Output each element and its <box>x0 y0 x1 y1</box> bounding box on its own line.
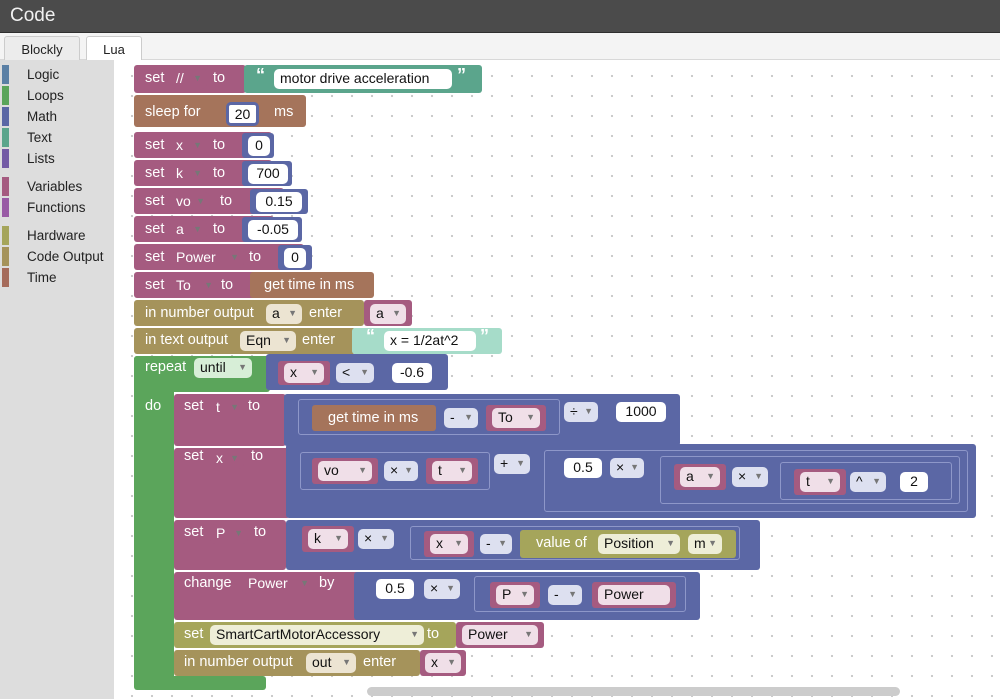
window-title: Code <box>10 5 56 26</box>
hardware-dropdown[interactable]: SmartCartMotorAccessory▼ <box>210 625 424 645</box>
category-swatch <box>2 149 9 168</box>
var-dropdown-to[interactable]: To▼ <box>170 276 218 296</box>
var-dropdown[interactable]: x▼ <box>425 653 461 673</box>
repeat-until-block[interactable] <box>134 356 174 690</box>
toolbox-code-output[interactable]: Code Output <box>0 246 114 267</box>
operator-dropdown[interactable]: -▼ <box>548 585 582 605</box>
var-dropdown[interactable]: x▼ <box>210 449 244 469</box>
category-swatch <box>2 198 9 217</box>
var-dropdown[interactable]: a▼ <box>680 467 720 487</box>
number-value[interactable]: -0.6 <box>392 363 432 383</box>
text-value[interactable]: x = 1/2at^2 <box>384 331 476 351</box>
category-swatch <box>2 268 9 287</box>
number-value[interactable]: 0.5 <box>376 579 414 599</box>
horizontal-scrollbar-thumb[interactable] <box>367 687 900 696</box>
operator-dropdown[interactable]: ÷▼ <box>564 402 598 422</box>
var-dropdown[interactable]: P▼ <box>496 585 534 605</box>
toolbox-hardware[interactable]: Hardware <box>0 225 114 246</box>
category-swatch <box>2 247 9 266</box>
number-output-block[interactable] <box>174 650 420 676</box>
number-value[interactable]: 700 <box>248 164 288 184</box>
set-keyword: set <box>145 70 165 86</box>
channel-dropdown[interactable]: a▼ <box>266 304 302 324</box>
operator-dropdown[interactable]: -▼ <box>480 534 512 554</box>
blockly-workspace[interactable]: set //▼ to “ motor drive acceleration ” … <box>114 60 1000 699</box>
text-value[interactable]: motor drive acceleration <box>274 69 452 89</box>
var-dropdown-power[interactable]: Power▼ <box>170 248 244 268</box>
toolbox-lists[interactable]: Lists <box>0 148 114 169</box>
number-value[interactable]: 1000 <box>616 402 666 422</box>
var-dropdown[interactable]: a▼ <box>370 304 406 324</box>
toolbox-loops[interactable]: Loops <box>0 85 114 106</box>
var-dropdown[interactable]: Power▼ <box>242 574 314 594</box>
var-dropdown[interactable]: vo▼ <box>318 461 372 481</box>
sleep-block[interactable] <box>134 95 306 127</box>
category-swatch <box>2 177 9 196</box>
var-dropdown[interactable]: t▼ <box>432 461 472 481</box>
sleep-unit: ms <box>274 104 294 120</box>
operator-dropdown[interactable]: ×▼ <box>424 579 460 599</box>
tab-lua[interactable]: Lua <box>86 36 142 61</box>
get-time-block[interactable] <box>312 405 436 431</box>
toolbox-time[interactable]: Time <box>0 267 114 288</box>
channel-dropdown[interactable]: out▼ <box>306 653 356 673</box>
number-value[interactable]: 0 <box>248 136 270 156</box>
number-value[interactable]: 2 <box>900 472 928 492</box>
number-value[interactable]: 0.15 <box>256 192 302 212</box>
operator-dropdown[interactable]: ×▼ <box>384 461 418 481</box>
category-swatch <box>2 226 9 245</box>
operator-dropdown[interactable]: -▼ <box>444 408 478 428</box>
var-dropdown-t[interactable]: t▼ <box>210 398 244 418</box>
var-dropdown[interactable]: Power <box>598 585 670 605</box>
category-swatch <box>2 65 9 84</box>
repeat-footer <box>134 676 266 690</box>
var-dropdown-a[interactable]: a▼ <box>170 220 207 240</box>
number-value[interactable]: -0.05 <box>248 220 298 240</box>
operator-dropdown[interactable]: ×▼ <box>732 467 768 487</box>
var-dropdown[interactable]: x▼ <box>284 363 324 383</box>
operator-dropdown[interactable]: ×▼ <box>610 458 644 478</box>
channel-dropdown[interactable]: Eqn▼ <box>240 331 296 351</box>
var-dropdown-vo[interactable]: vo▼ <box>170 192 210 212</box>
category-swatch <box>2 86 9 105</box>
operator-dropdown[interactable]: <▼ <box>336 363 374 383</box>
var-dropdown[interactable]: t▼ <box>800 472 840 492</box>
toolbox-math[interactable]: Math <box>0 106 114 127</box>
tab-bar: Blockly Lua <box>0 33 1000 61</box>
category-swatch <box>2 107 9 126</box>
toolbox-text[interactable]: Text <box>0 127 114 148</box>
var-dropdown[interactable]: P▼ <box>210 524 248 544</box>
var-dropdown-x[interactable]: x▼ <box>170 136 207 156</box>
toolbox: Logic Loops Math Text Lists Variables Fu… <box>0 60 114 699</box>
to-keyword: to <box>213 70 226 86</box>
var-dropdown[interactable]: To▼ <box>492 408 540 428</box>
toolbox-variables[interactable]: Variables <box>0 176 114 197</box>
until-dropdown[interactable]: until▼ <box>194 358 252 378</box>
number-value[interactable]: 0.5 <box>564 458 602 478</box>
category-swatch <box>2 128 9 147</box>
var-dropdown[interactable]: Power▼ <box>462 625 538 645</box>
sleep-keyword: sleep for <box>145 104 201 120</box>
toolbox-logic[interactable]: Logic <box>0 64 114 85</box>
var-dropdown-k[interactable]: k▼ <box>170 164 207 184</box>
operator-dropdown[interactable]: ×▼ <box>358 529 394 549</box>
unit-dropdown[interactable]: m▼ <box>688 534 722 554</box>
get-time-block[interactable] <box>250 272 374 298</box>
tab-blockly[interactable]: Blockly <box>4 36 80 61</box>
var-dropdown[interactable]: k▼ <box>308 529 348 549</box>
toolbox-functions[interactable]: Functions <box>0 197 114 218</box>
channel-dropdown[interactable]: Position▼ <box>598 534 680 554</box>
number-output-block[interactable] <box>134 300 364 326</box>
window-titlebar: Code <box>0 0 1000 33</box>
operator-dropdown[interactable]: +▼ <box>494 454 530 474</box>
var-dropdown-comment[interactable]: //▼ <box>170 69 207 89</box>
sleep-value[interactable]: 20 <box>226 102 259 126</box>
number-value[interactable]: 0 <box>284 248 306 268</box>
operator-dropdown[interactable]: ^▼ <box>850 472 886 492</box>
var-dropdown[interactable]: x▼ <box>430 534 468 554</box>
